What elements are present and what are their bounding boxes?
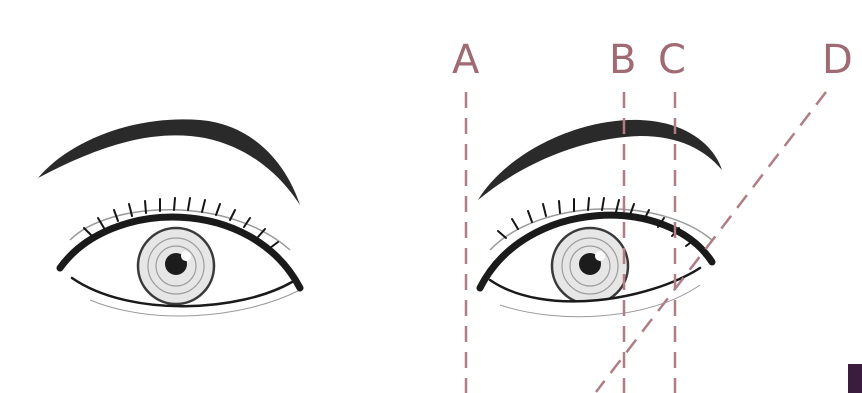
corner-mark xyxy=(848,364,862,393)
guide-label-c: C xyxy=(658,37,686,83)
left-eye xyxy=(38,119,300,316)
guide-labels: A B C D xyxy=(452,37,853,83)
guide-label-a: A xyxy=(452,37,480,83)
right-eyebrow xyxy=(478,120,722,200)
left-eyebrow xyxy=(38,119,300,205)
guide-label-b: B xyxy=(609,37,636,83)
right-eye xyxy=(478,120,722,317)
guide-label-d: D xyxy=(822,37,853,83)
